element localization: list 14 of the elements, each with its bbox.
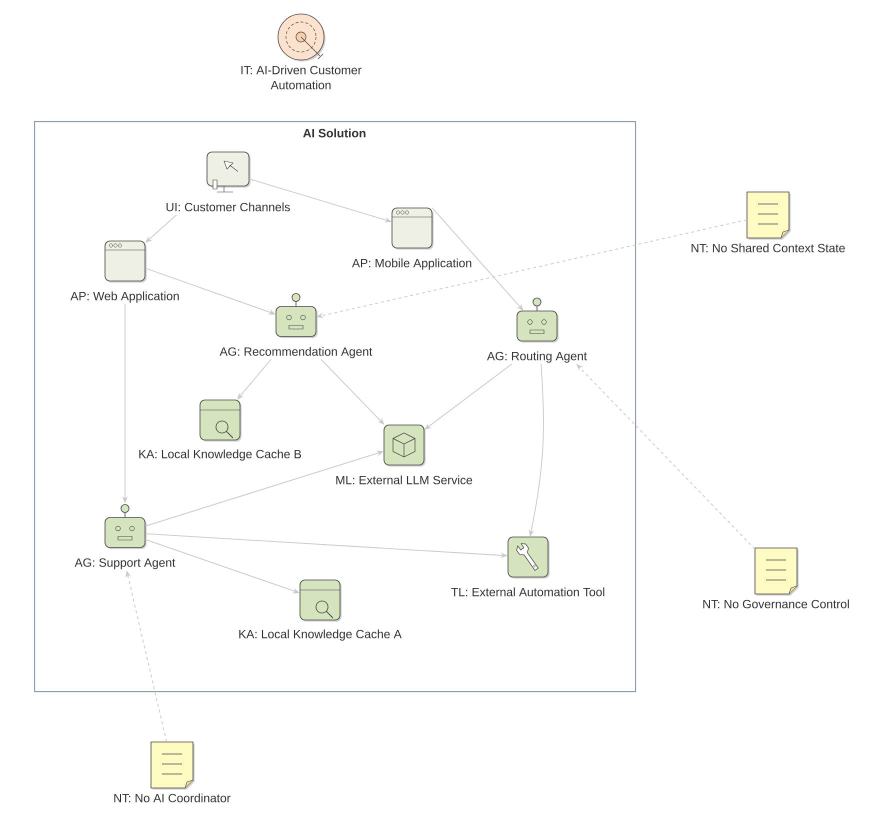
node-label: KA: Local Knowledge Cache B [139, 450, 302, 461]
node-label: AP: Mobile Application [352, 258, 472, 270]
node-label: IT: AI-Driven Customer Automation [241, 66, 362, 90]
node-label: NT: No Shared Context State [692, 244, 845, 252]
node-label: NT: No Governance Control [703, 600, 849, 608]
node-label: AG: Routing Agent [487, 352, 587, 363]
node-label: AG: Support Agent [74, 558, 176, 570]
node-label: NT: No AI Coordinator [114, 794, 230, 802]
node-label: AP: Web Application [70, 292, 179, 303]
node-label: ML: External LLM Service [336, 476, 472, 484]
node-label: TL: External Automation Tool [451, 588, 604, 596]
node-label: AG: Recommendation Agent [220, 347, 372, 358]
node-label: UI: Customer Channels [166, 202, 290, 212]
node-label: KA: Local Knowledge Cache A [239, 630, 402, 641]
